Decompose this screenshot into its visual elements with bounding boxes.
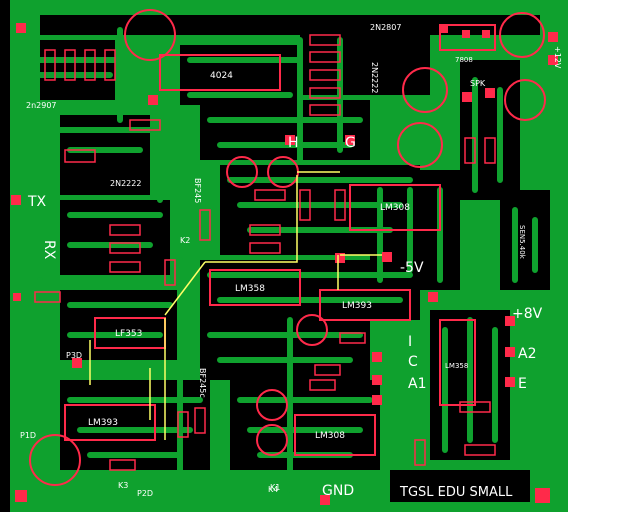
regulator-label: 7808 <box>455 56 473 64</box>
label-g: G <box>345 135 356 151</box>
label-tx: TX <box>27 194 47 210</box>
ic-lm393-bottom-label: LM393 <box>88 418 118 428</box>
label-h: H <box>288 135 299 151</box>
label-2n2807: 2N2807 <box>370 23 401 32</box>
electrolytic-capacitors <box>29 9 546 486</box>
ic-lm358-left: LM358 <box>209 269 301 306</box>
ic-4024: 4024 <box>159 54 281 91</box>
label-p1d: P1D <box>20 431 36 440</box>
regulator-7808: 7808 <box>439 24 496 64</box>
ic-lf353-label: LF353 <box>115 329 142 339</box>
ic-lm393-mid: LM393 <box>319 289 411 321</box>
label-2n2907: 2n2907 <box>26 101 57 110</box>
label-p3d: P3D <box>66 351 82 360</box>
label-gnd: GND <box>322 483 354 499</box>
label-sens: SEN5.40k <box>518 225 526 260</box>
label-a2: A2 <box>518 346 536 362</box>
label-k4: K4 <box>268 485 278 494</box>
silkscreen-labels: -12V +12V -5V +8V GND TX RX H G I C A1 A… <box>20 3 609 499</box>
pads <box>11 23 558 505</box>
label-plus8v: +8V <box>512 306 543 322</box>
board-title: TGSL EDU SMALL <box>399 485 513 500</box>
label-a1: A1 <box>408 376 426 392</box>
jumper-wires <box>89 171 382 440</box>
ic-lm308-bottom-label: LM308 <box>315 431 345 441</box>
ic-4024-label: 4024 <box>210 71 233 81</box>
label-p2d: P2D <box>137 489 153 498</box>
ic-lm308-bottom: LM308 <box>294 414 376 456</box>
ic-lm393-mid-label: LM393 <box>342 301 372 311</box>
ic-lm308-top: LM308 <box>349 184 441 231</box>
label-minus12v: -12V <box>590 3 609 12</box>
label-2n2222b: 2N2222 <box>370 62 379 93</box>
label-rx: RX <box>41 240 57 260</box>
label-2n2222: 2N2222 <box>110 179 141 188</box>
label-plus12v: +12V <box>553 46 562 69</box>
label-i: I <box>408 334 412 350</box>
ic-lm393-bottom: LM393 <box>64 404 156 441</box>
label-spk: SPK <box>470 79 486 88</box>
label-minus5v: -5V <box>400 260 424 276</box>
ic-lm308-top-label: LM308 <box>380 203 410 213</box>
ic-lm358-right: LM358 <box>439 319 476 406</box>
title-block: TGSL EDU SMALL <box>390 478 530 502</box>
label-k1: K1 <box>270 483 280 492</box>
resistors <box>34 34 496 471</box>
ic-lm358-right-label: LM358 <box>445 362 468 370</box>
label-k2: K2 <box>180 236 190 245</box>
label-bf245: BF245 <box>193 178 202 203</box>
label-e: E <box>518 376 527 392</box>
label-bf245c: BF245c <box>198 368 207 398</box>
label-k3: K3 <box>118 481 128 490</box>
label-c: C <box>408 354 418 370</box>
ic-lm358-left-label: LM358 <box>235 284 265 294</box>
